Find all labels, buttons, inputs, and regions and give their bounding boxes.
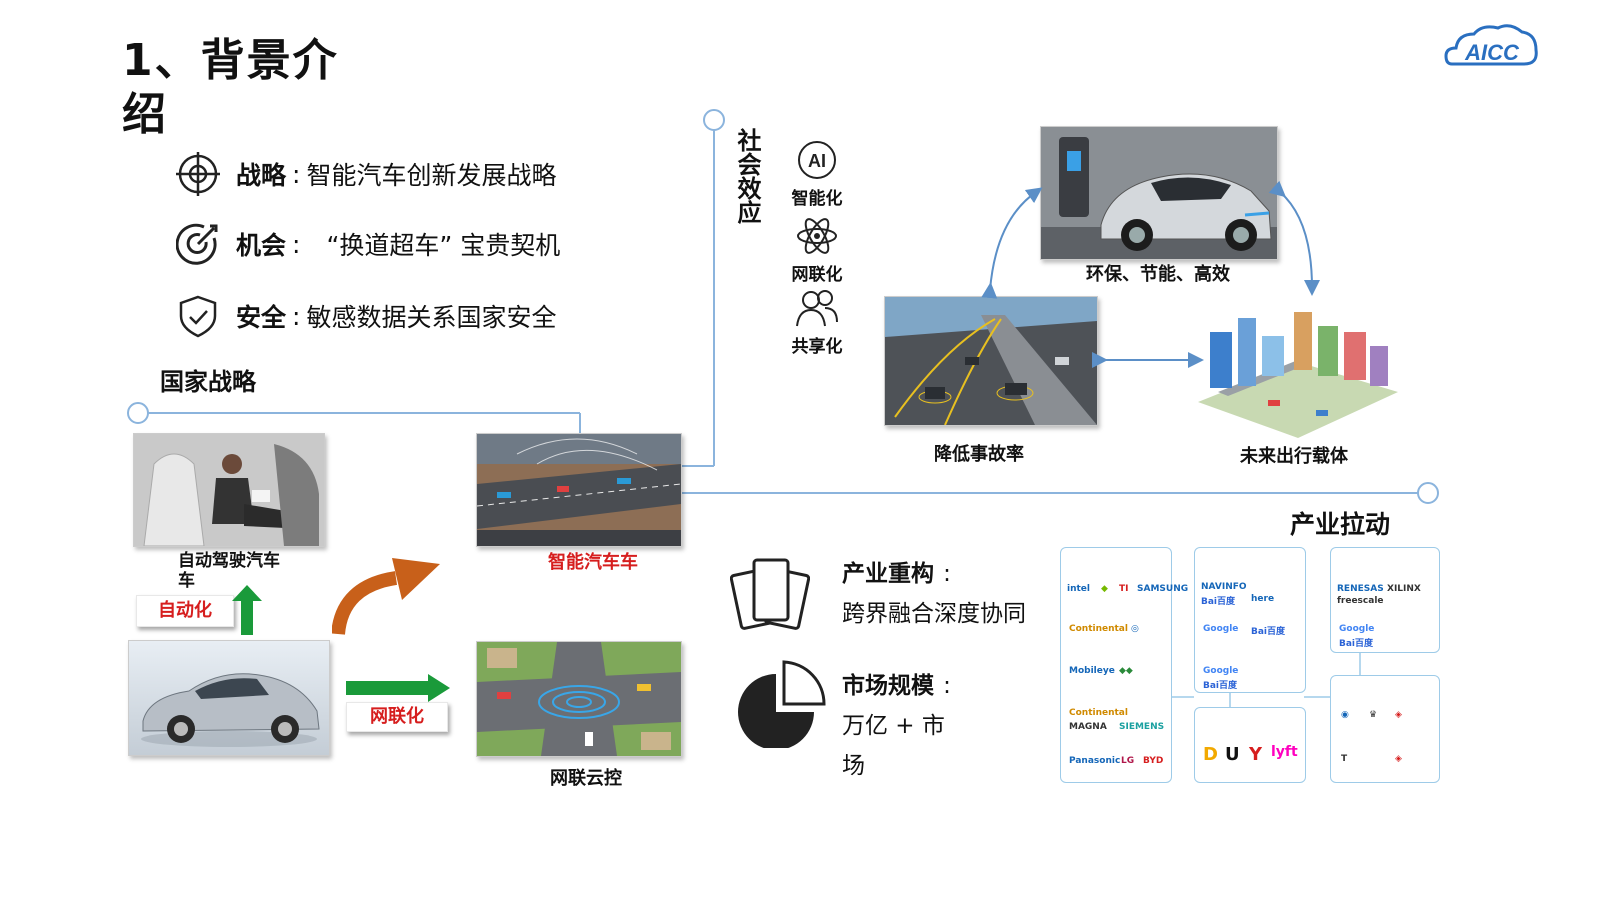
opportunity-label: 机会 xyxy=(236,231,287,260)
smart-car-caption: 智能汽车车 xyxy=(548,552,638,573)
crosshair-icon xyxy=(176,152,220,196)
strategy-sep: : xyxy=(292,159,301,189)
eco-car-photo xyxy=(1040,126,1278,260)
restructure-title: 产业重构 xyxy=(842,561,934,587)
social-item-connected: 网联化 xyxy=(782,216,852,285)
right-arrow-icon xyxy=(346,674,450,702)
opportunity-text: “换道超车” 宝贵契机 xyxy=(326,231,561,260)
strategy-row-security: 安全 : 敏感数据关系国家安全 xyxy=(176,294,556,338)
tablets-icon xyxy=(730,558,810,630)
market-title: 市场规模 xyxy=(842,673,934,699)
target-icon xyxy=(176,223,218,265)
chain-column-2b: D U Y lyft xyxy=(1194,707,1306,783)
aicc-logo: AICC xyxy=(1444,20,1540,76)
chain-column-3: RENESAS XILINX freescale Google Bai百度 xyxy=(1330,547,1440,653)
strategy-row-opportunity: 机会 : “换道超车” 宝贵契机 xyxy=(176,222,560,266)
atom-icon xyxy=(797,218,837,254)
social-item-connected-label: 网联化 xyxy=(791,265,843,285)
cloud-control-caption: 网联云控 xyxy=(550,768,622,789)
automation-tag: 自动化 xyxy=(136,595,234,627)
social-item-intelligent: AI 智能化 xyxy=(782,140,852,209)
smart-car-city-photo xyxy=(476,433,682,547)
social-item-shared: 共享化 xyxy=(782,288,852,357)
connected-tag: 网联化 xyxy=(346,702,448,732)
restructure-heading: 产业重构 : xyxy=(842,554,951,588)
industry-chain-diagram: intel ◆ TI SAMSUNG Continental ◎ Mobiley… xyxy=(1060,547,1440,783)
social-effect-label: 社会效应 xyxy=(733,128,761,224)
market-text: 万亿 + 市场 xyxy=(842,713,945,779)
cloud-control-photo xyxy=(476,641,682,757)
svg-text:AI: AI xyxy=(808,151,826,171)
social-item-shared-label: 共享化 xyxy=(791,337,843,357)
strategy-text: 智能汽车创新发展战略 xyxy=(306,161,557,190)
chain-column-3b: ◉ ♛ ◈ T ◈ xyxy=(1330,675,1440,783)
restructure-text: 跨界融合深度协同 xyxy=(842,601,1026,627)
self-driving-caption: 自动驾驶汽车车 xyxy=(178,551,280,591)
highway-photo xyxy=(884,296,1098,426)
mobility-caption: 未来出行载体 xyxy=(1240,446,1348,467)
social-item-intelligent-label: 智能化 xyxy=(791,189,843,209)
security-sep: : xyxy=(292,301,301,331)
self-driving-photo xyxy=(133,433,325,547)
strategy-label: 战略 xyxy=(236,161,287,190)
shield-check-icon xyxy=(179,295,217,338)
chain-column-2: NAVINFO Bai百度 here Google Bai百度 Google B… xyxy=(1194,547,1306,693)
strategy-row-strategy: 战略 : 智能汽车创新发展战略 xyxy=(176,152,556,196)
opportunity-sep: : xyxy=(292,229,301,259)
security-text: 敏感数据关系国家安全 xyxy=(306,303,557,332)
eco-caption: 环保、节能、高效 xyxy=(1086,264,1230,285)
security-label: 安全 xyxy=(236,303,287,332)
chain-column-1: intel ◆ TI SAMSUNG Continental ◎ Mobiley… xyxy=(1060,547,1188,783)
up-arrow-icon xyxy=(232,585,262,635)
accident-caption: 降低事故率 xyxy=(934,444,1024,465)
smart-city-photo xyxy=(1198,292,1398,438)
market-colon: : xyxy=(943,673,951,699)
ai-icon: AI xyxy=(798,141,836,179)
market-heading: 市场规模 : xyxy=(842,666,951,700)
restructure-colon: : xyxy=(943,561,951,587)
pie-icon xyxy=(738,660,826,748)
national-strategy-label: 国家战略 xyxy=(160,368,256,396)
page-title: 1、背景介绍 xyxy=(122,35,339,140)
curved-arrow-icon xyxy=(332,558,440,635)
concept-car-photo xyxy=(128,640,330,756)
users-icon xyxy=(796,290,838,327)
svg-text:AICC: AICC xyxy=(1464,40,1520,65)
industry-pull-label: 产业拉动 xyxy=(1290,510,1391,539)
